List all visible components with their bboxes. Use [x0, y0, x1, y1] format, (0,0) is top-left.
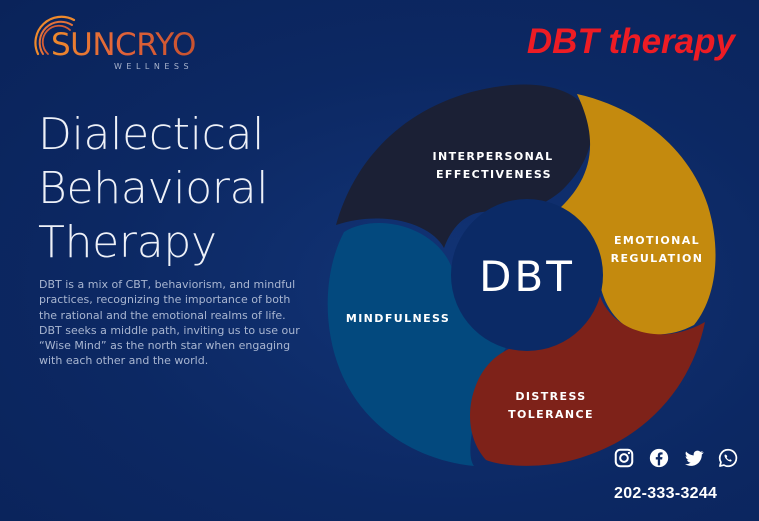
label-distress-1: DISTRESS: [515, 390, 586, 403]
center-label: DBT: [479, 252, 575, 301]
headline-line-3: Therapy: [38, 217, 217, 268]
segment-distress: [470, 296, 705, 466]
brand-logo[interactable]: SUNCRYO WELLNESS: [34, 14, 204, 76]
headline: Dialectical Behavioral Therapy: [38, 108, 328, 270]
label-distress-2: TOLERANCE: [508, 408, 594, 421]
description-text: DBT is a mix of CBT, behaviorism, and mi…: [39, 278, 300, 368]
headline-line-2: Behavioral: [38, 163, 269, 214]
phone-number[interactable]: 202-333-3244: [614, 485, 718, 502]
center-circle: [451, 199, 603, 351]
facebook-icon[interactable]: [648, 447, 670, 469]
headline-line-1: Dialectical: [38, 109, 265, 160]
segment-emotional: [558, 94, 716, 335]
label-emotional-1: EMOTIONAL: [614, 234, 700, 247]
social-links: [613, 447, 741, 469]
sun-arc-icon: [34, 15, 76, 56]
label-mindfulness: MINDFULNESS: [346, 312, 450, 325]
brand-tagline: WELLNESS: [114, 62, 194, 71]
page-title: DBT therapy: [526, 22, 735, 61]
twitter-icon[interactable]: [683, 447, 705, 469]
label-interpersonal-1: INTERPERSONAL: [432, 150, 553, 163]
brand-name: SUNCRYO: [51, 27, 196, 63]
instagram-icon[interactable]: [613, 447, 635, 469]
segment-mindfulness: [327, 223, 510, 466]
label-emotional-2: REGULATION: [611, 252, 704, 265]
whatsapp-icon[interactable]: [717, 447, 739, 469]
label-interpersonal-2: EFFECTIVENESS: [436, 168, 552, 181]
